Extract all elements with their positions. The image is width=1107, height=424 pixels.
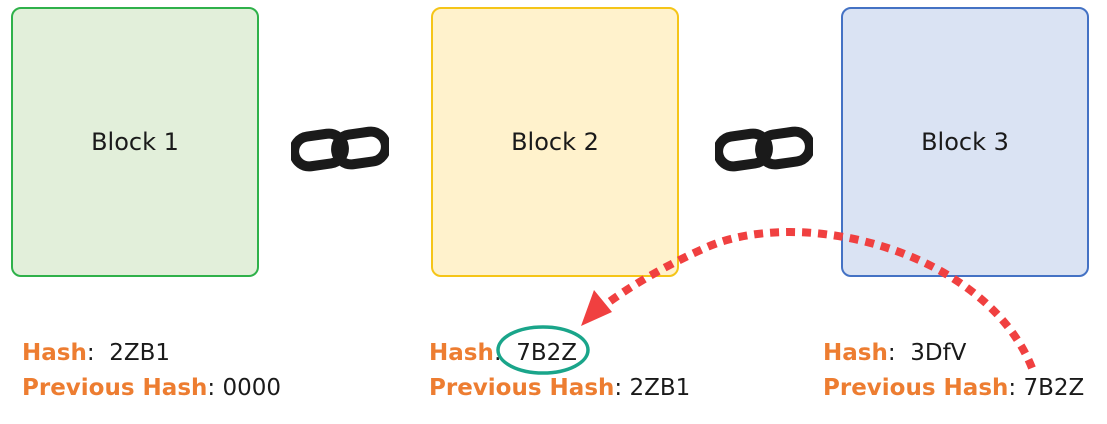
previous-hash-value: 2ZB1 bbox=[629, 375, 691, 401]
block-2-info: Hash: 7B2Z Previous Hash: 2ZB1 bbox=[429, 336, 690, 406]
previous-hash-line: Previous Hash: 0000 bbox=[22, 375, 281, 401]
hash-label: Hash bbox=[823, 340, 888, 366]
previous-hash-value: 0000 bbox=[222, 375, 281, 401]
previous-hash-label: Previous Hash bbox=[22, 375, 208, 401]
chain-link-icon bbox=[715, 126, 813, 172]
block-1: Block 1 bbox=[11, 7, 259, 277]
previous-hash-line: Previous Hash: 2ZB1 bbox=[429, 375, 691, 401]
block-3-title: Block 3 bbox=[921, 128, 1009, 156]
hash-line: Hash: 2ZB1 bbox=[22, 340, 171, 366]
block-2: Block 2 bbox=[431, 7, 679, 277]
arrowhead bbox=[581, 290, 612, 326]
block-1-title: Block 1 bbox=[91, 128, 179, 156]
block-2-title: Block 2 bbox=[511, 128, 599, 156]
block-3-info: Hash: 3DfV Previous Hash: 7B2Z bbox=[823, 336, 1084, 406]
block-3: Block 3 bbox=[841, 7, 1089, 277]
previous-hash-line: Previous Hash: 7B2Z bbox=[823, 375, 1085, 401]
hash-value: 7B2Z bbox=[516, 340, 578, 366]
hash-value: 3DfV bbox=[910, 340, 967, 366]
hash-label: Hash bbox=[429, 340, 494, 366]
hash-line: Hash: 7B2Z bbox=[429, 340, 578, 366]
hash-value: 2ZB1 bbox=[109, 340, 171, 366]
previous-hash-value: 7B2Z bbox=[1023, 375, 1085, 401]
hash-line: Hash: 3DfV bbox=[823, 340, 967, 366]
previous-hash-label: Previous Hash bbox=[429, 375, 615, 401]
hash-label: Hash bbox=[22, 340, 87, 366]
chain-link-icon bbox=[291, 126, 389, 172]
previous-hash-label: Previous Hash bbox=[823, 375, 1009, 401]
